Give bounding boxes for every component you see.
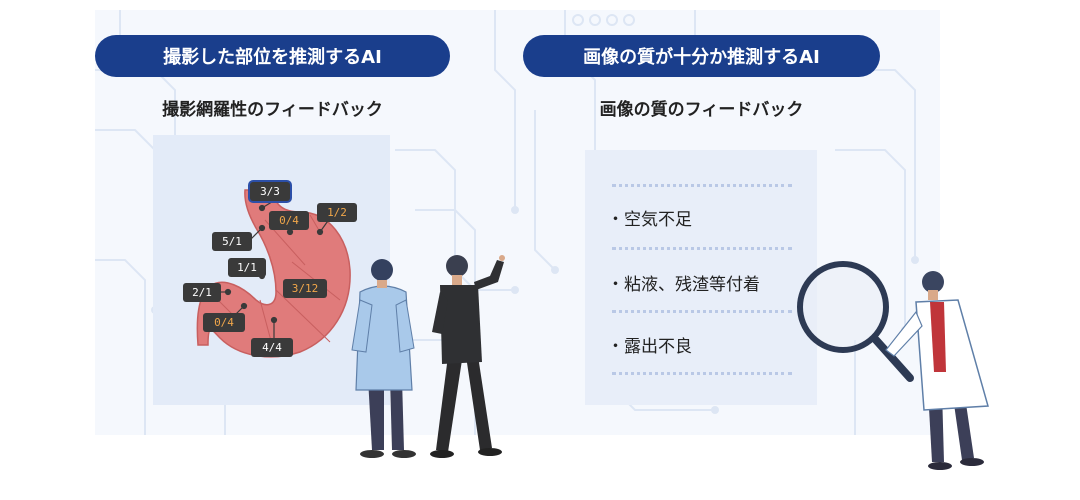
- tag-2: 0/4: [269, 211, 309, 230]
- left-ai-pill: 撮影した部位を推測するAI: [95, 35, 450, 77]
- list-item-air: ・空気不足: [607, 210, 692, 230]
- magnifier-icon: [797, 261, 914, 382]
- right-heading: 画像の質のフィードバック: [599, 100, 804, 120]
- divider: [612, 247, 792, 250]
- divider: [612, 310, 792, 313]
- scientist-figure: [885, 271, 989, 470]
- left-heading: 撮影網羅性のフィードバック: [162, 100, 383, 120]
- divider: [612, 372, 792, 375]
- businessman-figure: [430, 255, 505, 458]
- tag-3: 1/2: [317, 203, 357, 222]
- list-item-mucus: ・粘液、残渣等付着: [607, 275, 760, 295]
- tag-1: 3/3: [250, 182, 290, 201]
- tag-6: 3/12: [283, 279, 327, 298]
- tag-4: 5/1: [212, 232, 252, 251]
- right-ai-pill: 画像の質が十分か推測するAI: [523, 35, 880, 77]
- quality-feedback-list: ・空気不足 ・粘液、残渣等付着 ・露出不良: [585, 150, 817, 405]
- tag-8: 0/4: [203, 313, 245, 332]
- divider: [612, 184, 792, 187]
- tag-7: 2/1: [183, 283, 221, 302]
- tag-5: 1/1: [228, 258, 266, 277]
- list-item-exposure: ・露出不良: [607, 337, 692, 357]
- tag-9: 4/4: [251, 338, 293, 357]
- doctor-figure: [351, 259, 416, 458]
